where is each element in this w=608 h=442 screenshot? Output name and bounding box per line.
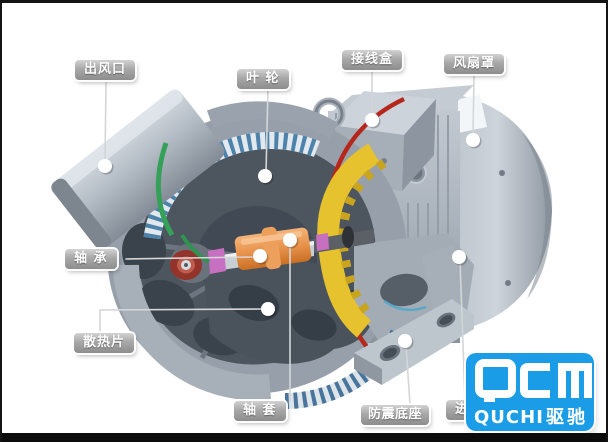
callout-dots [98,113,482,350]
dot-base [398,334,412,348]
label-bearing: 轴 承 [65,249,117,269]
label-shaft-sleeve: 轴 套 [234,401,286,421]
dot-air-inlet [452,250,466,264]
dot-junction-box [365,113,379,127]
mounting-base-part [354,245,474,385]
dot-air-outlet [98,159,112,173]
dot-heat-sink [261,302,275,316]
dot-fan-cover [466,133,480,147]
dot-shaft-sleeve [283,233,297,247]
blower-cutaway-illustration [51,70,553,409]
seal-gasket-green [155,142,211,264]
logo-qcm-letters [475,359,592,398]
brand-logo: QUCHI 驱驰 [466,353,594,431]
callout-lines [99,70,475,406]
logo-latin-text: QUCHI [474,407,544,428]
dot-bearing [253,249,267,263]
label-impeller: 叶 轮 [237,69,289,89]
shaft-assembly [170,226,374,283]
spacer-pink [208,233,329,274]
label-air-outlet: 出风口 [75,60,136,80]
label-heat-sink: 散热片 [74,333,135,353]
label-fan-cover: 风扇罩 [444,54,505,74]
label-junction-box: 接线盒 [342,50,403,70]
dot-impeller [258,169,272,183]
label-anti-vibration-base: 防震底座 [361,405,430,425]
logo-chinese-text: 驱驰 [546,406,588,428]
bottom-black-bar [2,433,606,442]
outlet-duct-part [51,89,225,250]
